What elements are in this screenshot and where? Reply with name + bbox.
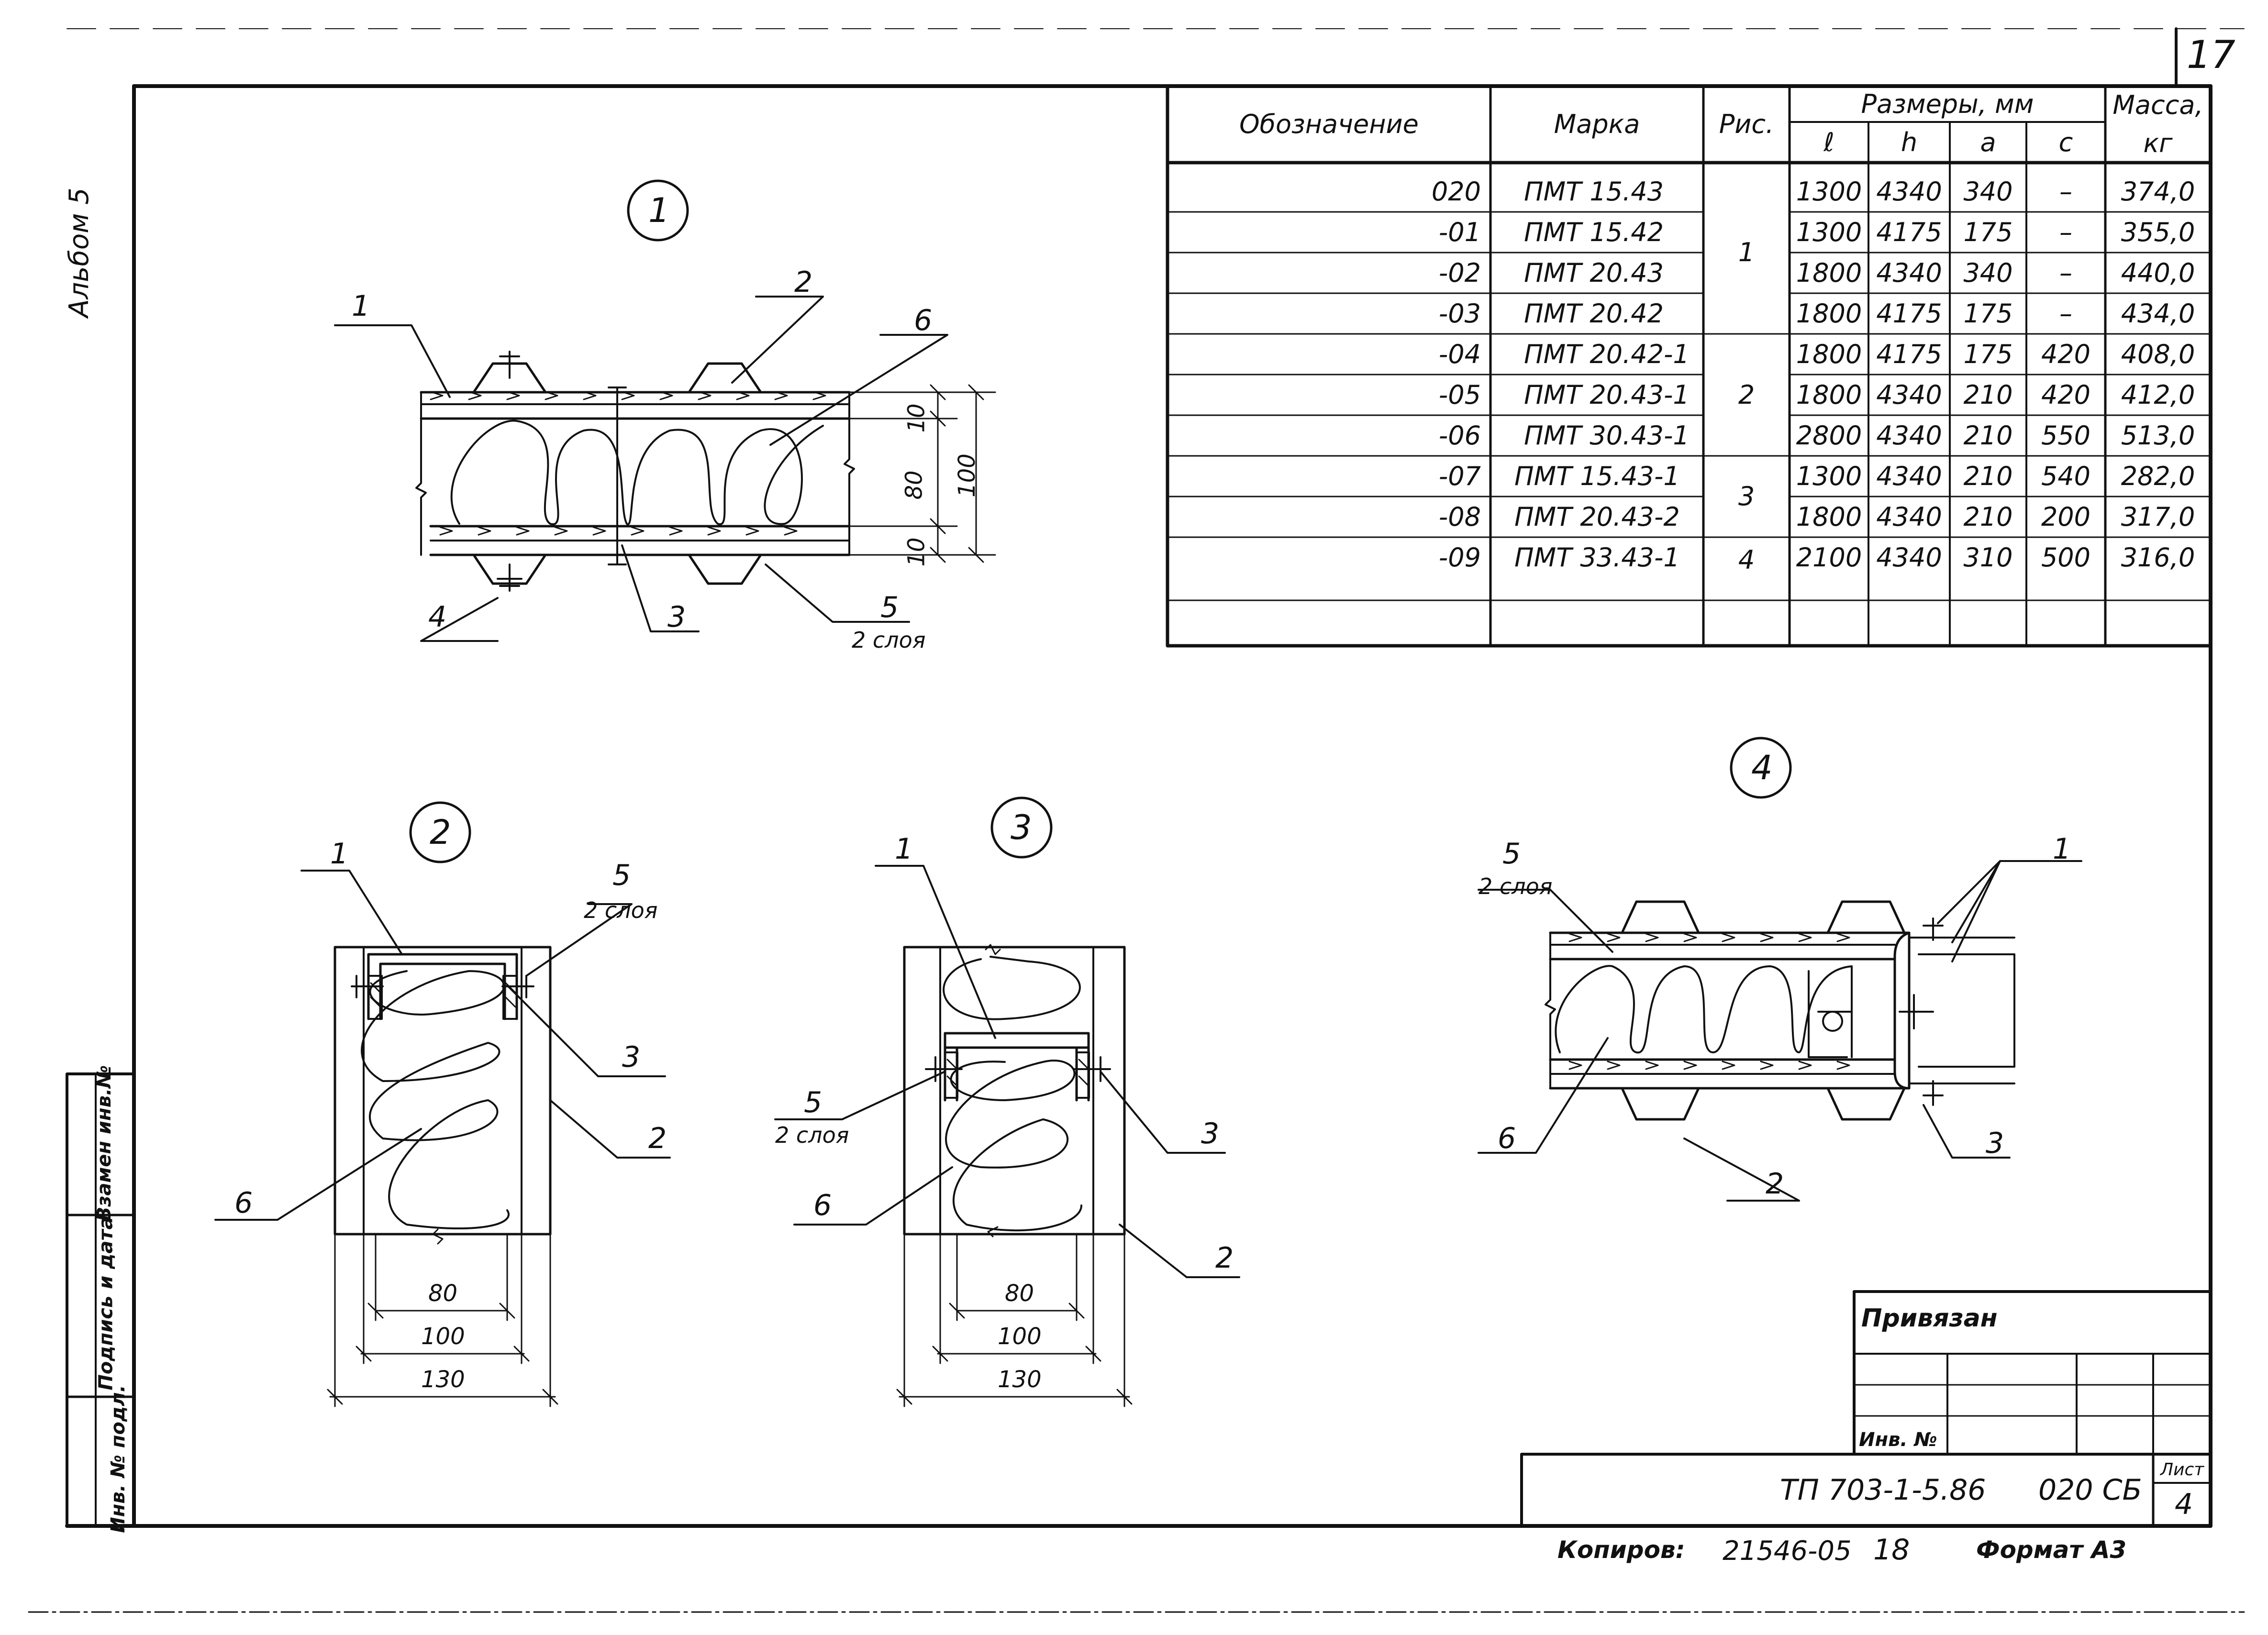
sheet-frame	[28, 27, 2245, 1613]
side-stamp-grid	[66, 1072, 135, 1527]
title-block-grid	[1520, 1290, 2212, 1527]
figure-2-drawing	[214, 801, 671, 1407]
figure-3-drawing	[774, 796, 1240, 1407]
figure-1-drawing	[334, 179, 996, 642]
figure-4-drawing	[1478, 737, 2082, 1202]
spec-table-grid	[1166, 84, 2212, 648]
